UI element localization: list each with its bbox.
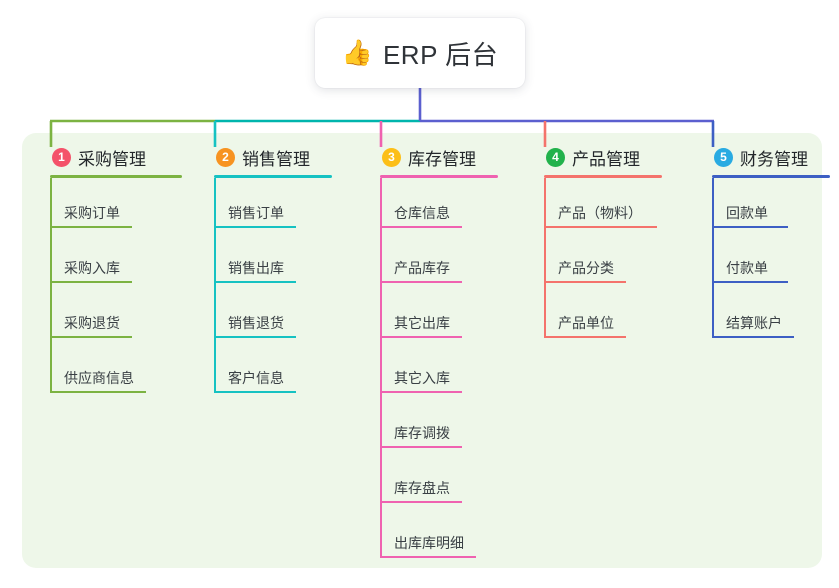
branch-badge-icon: 4 — [546, 147, 565, 167]
branch-item-label: 采购退货 — [64, 315, 120, 331]
branch-title: 产品管理 — [572, 149, 640, 169]
branch-badge-icon: 3 — [382, 147, 401, 167]
branch-item-label: 采购订单 — [64, 205, 120, 221]
branch-item-underline — [50, 391, 146, 393]
branch-item-underline — [214, 391, 296, 393]
branch-item-label: 回款单 — [726, 205, 768, 221]
branch-item[interactable]: 销售退货 — [214, 312, 306, 338]
branch-item-underline — [380, 446, 462, 448]
branch-item[interactable]: 产品单位 — [544, 312, 636, 338]
branch-item-underline — [544, 281, 626, 283]
branch-header-4[interactable]: 4 产品管理 — [530, 145, 640, 169]
branch-item-underline — [544, 336, 626, 338]
branch-underline — [712, 175, 830, 178]
branch-title: 库存管理 — [408, 149, 476, 169]
branch-rail — [544, 178, 546, 338]
branch-item-label: 库存盘点 — [394, 480, 450, 496]
branch-item-underline — [380, 226, 462, 228]
root-title: ERP 后台 — [382, 39, 499, 70]
branch-item-label: 库存调拨 — [394, 425, 450, 441]
branch-item-label: 其它出库 — [394, 315, 450, 331]
branch-item[interactable]: 采购订单 — [50, 202, 142, 228]
branch-item[interactable]: 客户信息 — [214, 367, 306, 393]
branch-item[interactable]: 付款单 — [712, 257, 798, 283]
branch-item-underline — [380, 281, 462, 283]
branch-header-2[interactable]: 2 销售管理 — [200, 145, 310, 169]
branch-item-underline — [50, 336, 132, 338]
branch-item-underline — [380, 336, 462, 338]
branch-item[interactable]: 出库库明细 — [380, 532, 486, 558]
branch-title: 采购管理 — [78, 149, 146, 169]
branch-rail — [214, 178, 216, 393]
branch-title: 财务管理 — [740, 149, 808, 169]
branch-item-underline — [380, 501, 462, 503]
branch-item-label: 产品（物料） — [558, 205, 642, 221]
branch-item-label: 产品单位 — [558, 315, 614, 331]
branch-item[interactable]: 结算账户 — [712, 312, 804, 338]
branch-item[interactable]: 回款单 — [712, 202, 798, 228]
branch-header-5[interactable]: 5 财务管理 — [698, 145, 808, 169]
branch-title: 销售管理 — [242, 149, 310, 169]
branch-rail — [380, 178, 382, 558]
branch-underline — [214, 175, 332, 178]
branch-underline — [50, 175, 182, 178]
branch-underline — [380, 175, 498, 178]
branch-item[interactable]: 销售出库 — [214, 257, 306, 283]
branch-item-label: 出库库明细 — [394, 535, 464, 551]
branch-badge-icon: 2 — [216, 147, 235, 167]
branch-item-label: 结算账户 — [726, 315, 782, 331]
branch-rail — [712, 178, 714, 338]
branch-header-3[interactable]: 3 库存管理 — [366, 145, 476, 169]
branch-item[interactable]: 其它出库 — [380, 312, 472, 338]
branch-item[interactable]: 产品库存 — [380, 257, 472, 283]
branch-item-label: 客户信息 — [228, 370, 284, 386]
branch-item-underline — [544, 226, 657, 228]
branch-column-5: 5 财务管理回款单付款单结算账户 — [698, 145, 830, 338]
branch-badge-icon: 5 — [714, 147, 733, 167]
branch-item-underline — [50, 226, 132, 228]
branch-item-label: 其它入库 — [394, 370, 450, 386]
branch-item-underline — [214, 226, 296, 228]
branch-item-label: 销售退货 — [228, 315, 284, 331]
branch-rail — [50, 178, 52, 393]
branch-item-label: 产品分类 — [558, 260, 614, 276]
thumbs-up-icon: 👍 — [341, 38, 373, 67]
branch-item-label: 销售订单 — [228, 205, 284, 221]
branch-item[interactable]: 仓库信息 — [380, 202, 472, 228]
branch-item[interactable]: 其它入库 — [380, 367, 472, 393]
branch-item[interactable]: 销售订单 — [214, 202, 306, 228]
branch-item-underline — [712, 281, 788, 283]
branch-item-underline — [380, 556, 476, 558]
branch-item-label: 产品库存 — [394, 260, 450, 276]
branch-column-4: 4 产品管理产品（物料） 产品分类产品单位 — [530, 145, 662, 338]
branch-item[interactable]: 产品（物料） — [544, 202, 667, 228]
diagram-background-panel — [22, 133, 822, 568]
branch-item-underline — [712, 226, 788, 228]
branch-item-underline — [50, 281, 132, 283]
branch-column-3: 3 库存管理仓库信息产品库存其它出库其它入库库存调拨库存盘点出库库明细 — [366, 145, 498, 558]
branch-item[interactable]: 供应商信息 — [50, 367, 156, 393]
branch-item[interactable]: 采购入库 — [50, 257, 142, 283]
branch-item-label: 采购入库 — [64, 260, 120, 276]
root-node[interactable]: 👍 ERP 后台 — [315, 18, 525, 88]
branch-item[interactable]: 库存调拨 — [380, 422, 472, 448]
branch-item[interactable]: 库存盘点 — [380, 477, 472, 503]
branch-column-1: 1 采购管理采购订单采购入库采购退货供应商信息 — [36, 145, 182, 393]
branch-item-underline — [712, 336, 794, 338]
branch-item[interactable]: 采购退货 — [50, 312, 142, 338]
branch-item-label: 仓库信息 — [394, 205, 450, 221]
branch-item-underline — [380, 391, 462, 393]
branch-underline — [544, 175, 662, 178]
branch-item-label: 付款单 — [726, 260, 768, 276]
branch-header-1[interactable]: 1 采购管理 — [36, 145, 146, 169]
branch-column-2: 2 销售管理销售订单销售出库销售退货客户信息 — [200, 145, 332, 393]
branch-item[interactable]: 产品分类 — [544, 257, 636, 283]
branch-item-underline — [214, 281, 296, 283]
branch-item-underline — [214, 336, 296, 338]
branch-badge-icon: 1 — [52, 147, 71, 167]
branch-item-label: 销售出库 — [228, 260, 284, 276]
branch-item-label: 供应商信息 — [64, 370, 134, 386]
